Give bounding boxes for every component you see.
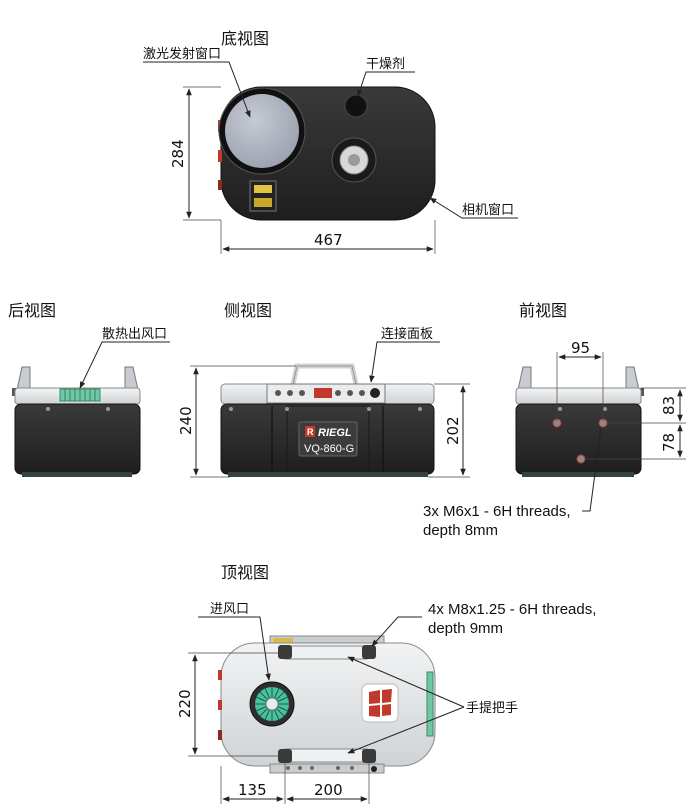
top-side-vent — [426, 671, 434, 737]
top-view: 顶视图 — [176, 563, 596, 804]
camera-lens-center — [348, 154, 360, 166]
front-spacing-value: 95 — [571, 339, 590, 357]
camera-window-label: 相机窗口 — [462, 202, 514, 218]
desiccant-leader — [357, 71, 415, 97]
front-note-line1: 3x M6x1 - 6H threads, — [423, 503, 571, 520]
exhaust-label: 散热出风口 — [102, 327, 167, 342]
desiccant-plug — [344, 94, 368, 118]
top-span-value: 200 — [314, 781, 343, 799]
front-view-title: 前视图 — [519, 301, 567, 320]
thread-hole-m8 — [278, 749, 292, 763]
top-front-strip — [269, 763, 385, 774]
top-note-line1: 4x M8x1.25 - 6H threads, — [428, 601, 596, 618]
panel-leader — [369, 341, 440, 383]
side-body-height-value: 202 — [444, 416, 462, 445]
side-view: 侧视图 R RIEGL VQ-860-G 连接面板 240 — [177, 301, 470, 478]
top-note-line2: depth 9mm — [428, 620, 503, 637]
laser-window-label: 激光发射窗口 — [143, 46, 221, 62]
exhaust-leader — [79, 341, 170, 389]
handle-label: 手提把手 — [466, 700, 518, 716]
rear-bracket-left — [16, 366, 31, 391]
rear-view-title: 后视图 — [8, 301, 56, 320]
thread-hole-m8 — [278, 645, 292, 659]
front-housing — [515, 403, 642, 475]
thread-hole — [576, 454, 586, 464]
model-name: VQ-860-G — [304, 443, 354, 455]
side-connector — [218, 180, 222, 190]
bottom-height-value: 284 — [169, 139, 187, 168]
panel-label: 连接面板 — [381, 326, 433, 342]
handle-leader-rear — [347, 656, 465, 708]
thread-hole-m8 — [362, 749, 376, 763]
front-lower-value: 78 — [660, 433, 678, 452]
side-view-title: 侧视图 — [224, 301, 272, 320]
top-height-value: 220 — [176, 689, 194, 718]
front-upper-value: 83 — [660, 396, 678, 415]
top-handle-front — [279, 748, 373, 763]
laser-window-leader — [143, 61, 251, 118]
top-handle-rear — [279, 645, 373, 660]
front-note-leader — [582, 427, 602, 512]
bottom-view: 底视图 激光发射窗口 干燥剂 相机窗口 284 467 — [143, 29, 518, 254]
brand-name: RIEGL — [318, 427, 352, 439]
top-left-value: 135 — [238, 781, 267, 799]
front-top-plate — [515, 387, 642, 405]
bottom-width-value: 467 — [314, 231, 343, 249]
svg-text:R: R — [307, 427, 314, 437]
front-view: 前视图 95 83 78 3x M6x1 - 6H threads, depth… — [423, 301, 686, 539]
panel-red-module — [314, 388, 332, 398]
side-connector — [218, 150, 222, 162]
top-note-leader — [371, 616, 422, 647]
side-total-height-value: 240 — [177, 406, 195, 435]
panel-main-connector — [370, 388, 380, 398]
rear-housing — [14, 403, 141, 475]
handle-leader-front — [347, 706, 465, 754]
camera-window-leader — [429, 197, 518, 219]
rear-view: 后视图 散热出风口 — [8, 301, 170, 477]
thread-hole-m8 — [362, 645, 376, 659]
intake-label: 进风口 — [210, 602, 249, 617]
rear-bracket-right — [124, 366, 139, 391]
intake-leader — [198, 616, 271, 681]
top-view-title: 顶视图 — [221, 563, 269, 582]
laser-window-glass — [225, 94, 299, 168]
front-note-line2: depth 8mm — [423, 522, 498, 539]
front-bracket-right — [625, 366, 640, 391]
front-bracket-left — [517, 366, 532, 391]
desiccant-label: 干燥剂 — [366, 57, 405, 72]
bottom-view-title: 底视图 — [221, 29, 269, 48]
